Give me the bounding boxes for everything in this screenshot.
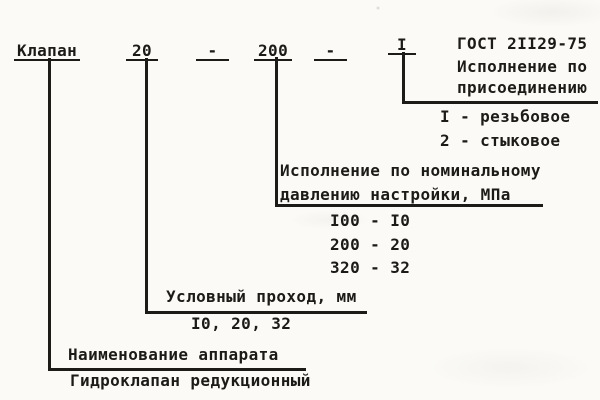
designation-name-token: Клапан — [14, 42, 81, 61]
pressure-callout-title-line2: давлению настройки, МПа — [280, 185, 511, 204]
pressure-option-200-20: 200 - 20 — [330, 235, 411, 254]
connection-option-threaded: I - резьбовое — [440, 107, 571, 126]
gost-standard-number: ГОСТ 2II29-75 — [457, 34, 588, 53]
bore-callout-title: Условный проход, мм — [166, 287, 357, 306]
pressure-callout-horizontal-line — [275, 204, 543, 207]
connection-callout-title-line2: присоединению — [457, 78, 588, 97]
bore-code-token: 20 — [126, 42, 159, 61]
name-callout-vertical-line — [48, 58, 51, 370]
connection-callout-vertical-line — [402, 52, 405, 103]
connection-callout-horizontal-line — [402, 101, 598, 104]
name-callout-horizontal-line — [48, 368, 306, 371]
bore-callout-vertical-line — [145, 58, 148, 313]
bore-callout-horizontal-line — [145, 311, 367, 314]
name-callout-title: Наименование аппарата — [68, 345, 279, 364]
pressure-option-100-10: I00 - I0 — [330, 211, 411, 230]
pressure-code-token: 200 — [254, 42, 293, 61]
pressure-callout-title-line1: Исполнение по номинальному — [280, 161, 541, 180]
separator-dash-1: - — [196, 42, 229, 61]
separator-dash-2: - — [314, 42, 347, 61]
connection-callout-title-line1: Исполнение по — [457, 57, 588, 76]
name-callout-value: Гидроклапан редукционный — [70, 371, 311, 390]
bore-callout-values: I0, 20, 32 — [191, 314, 292, 333]
connection-option-butt: 2 - стыковое — [440, 131, 561, 150]
pressure-option-320-32: 320 - 32 — [330, 258, 411, 277]
pressure-callout-vertical-line — [275, 57, 278, 207]
